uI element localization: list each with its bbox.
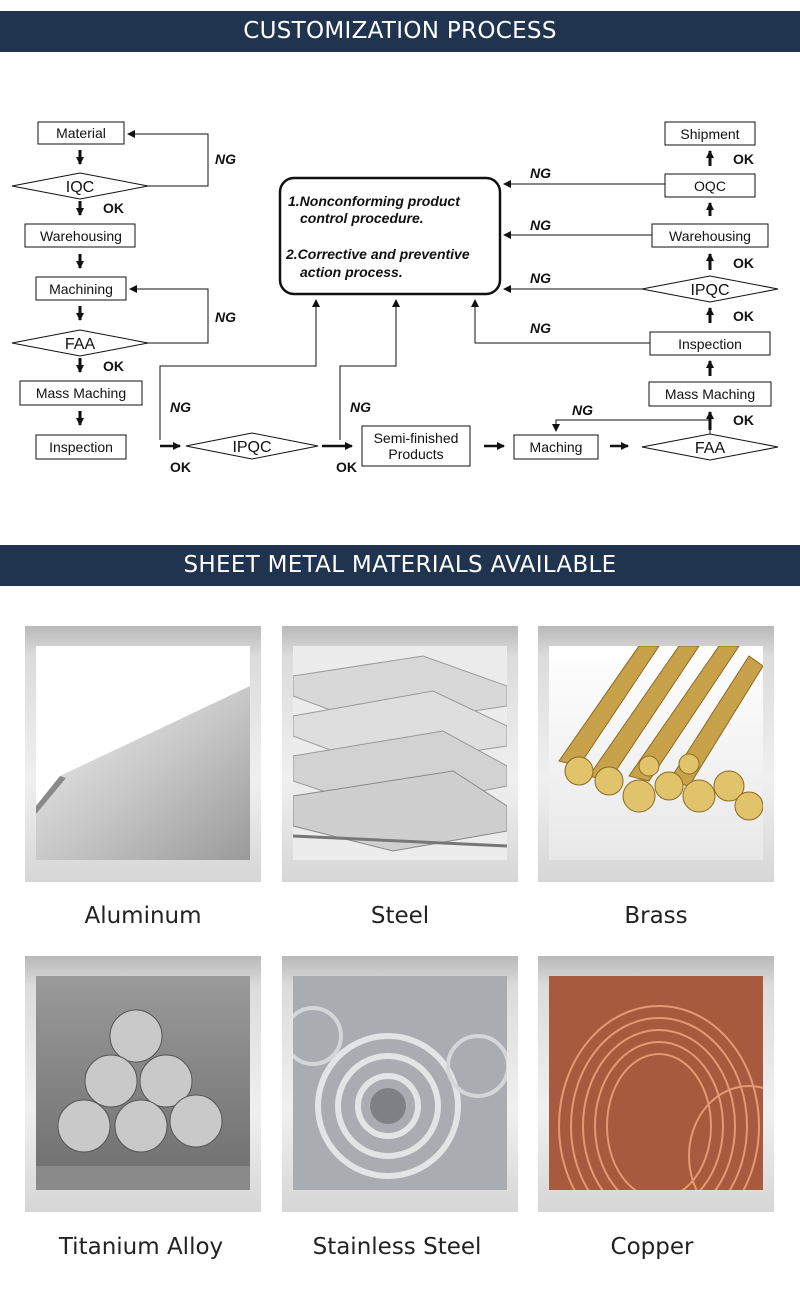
node-warehousing-left-label: Warehousing (40, 228, 122, 244)
material-name: Stainless Steel (312, 1234, 482, 1260)
node-shipment-label: Shipment (680, 126, 739, 142)
ng-label: NG (170, 399, 191, 415)
ng-label: NG (215, 309, 236, 325)
node-faa-right (641, 433, 779, 461)
steel-sheets-photo (293, 646, 507, 860)
node-inspection-left-label: Inspection (49, 439, 113, 455)
aluminum-sheet-photo (36, 646, 250, 860)
ok-label: OK (170, 459, 191, 475)
ok-label: OK (103, 200, 124, 216)
ng-label: NG (572, 402, 593, 418)
ng-label: NG (530, 270, 551, 286)
node-ipqc-bottom-label: IPQC (232, 439, 271, 456)
node-maching-label: Maching (530, 439, 583, 455)
ng-label: NG (530, 320, 551, 336)
node-semi-finished-label-2: Products (388, 446, 443, 462)
ng-label: NG (530, 217, 551, 233)
ok-label: OK (733, 151, 754, 167)
node-semi-finished (361, 425, 471, 467)
material-card-titanium (25, 956, 261, 1212)
material-name: Aluminum (84, 903, 202, 929)
process-banner: CUSTOMIZATION PROCESS (0, 11, 800, 52)
material-name: Steel (370, 903, 430, 929)
node-mass-maching-right (648, 381, 772, 407)
procedure-line-1: 1.Nonconforming product (288, 193, 461, 209)
node-mass-maching-left-label: Mass Maching (36, 385, 126, 401)
node-warehousing-left (24, 223, 136, 248)
material-card-copper (538, 956, 774, 1212)
materials-banner: SHEET METAL MATERIALS AVAILABLE (0, 545, 800, 586)
node-semi-finished-label: Semi-finished (374, 430, 459, 446)
node-faa-left-label: FAA (65, 336, 96, 353)
node-warehousing-right-label: Warehousing (669, 228, 751, 244)
node-inspection-left (35, 434, 127, 460)
material-name: Titanium Alloy (58, 1234, 224, 1260)
procedure-line-3: 2.Corrective and preventive (285, 246, 470, 262)
ok-label: OK (733, 255, 754, 271)
ng-label: NG (530, 165, 551, 181)
node-machining (35, 276, 127, 301)
procedure-line-2: control procedure. (300, 210, 424, 226)
node-material-label: Material (56, 125, 106, 141)
node-mass-maching-right-label: Mass Maching (665, 386, 755, 402)
node-oqc-label: OQC (694, 178, 726, 194)
ng-label: NG (215, 151, 236, 167)
ok-label: OK (733, 412, 754, 428)
nonconforming-procedure-box (278, 176, 502, 296)
ok-label: OK (336, 459, 357, 475)
stainless-coils-photo (293, 976, 507, 1190)
node-ipqc-bottom (185, 432, 319, 460)
node-mass-maching-left (19, 380, 143, 406)
material-card-stainless (282, 956, 518, 1212)
node-ipqc-right-label: IPQC (690, 282, 729, 299)
material-name: Copper (610, 1234, 694, 1260)
node-inspection-right-label: Inspection (678, 336, 742, 352)
ok-label: OK (733, 308, 754, 324)
node-ipqc-right (641, 275, 779, 303)
material-card-aluminum (25, 626, 261, 882)
brass-rods-photo (549, 646, 763, 860)
titanium-rods-photo (36, 976, 250, 1190)
ok-label: OK (103, 358, 124, 374)
process-flowchart: Material IQC OK NG Warehousing Machining… (11, 121, 779, 475)
node-machining-label: Machining (49, 281, 113, 297)
node-iqc-label: IQC (66, 179, 94, 196)
material-card-brass (538, 626, 774, 882)
ng-label: NG (350, 399, 371, 415)
node-shipment (664, 121, 756, 146)
node-maching (513, 434, 599, 460)
node-oqc (664, 173, 756, 198)
copper-coils-photo (549, 976, 763, 1190)
node-faa-right-label: FAA (695, 440, 726, 457)
node-material (37, 121, 125, 145)
material-name: Brass (624, 903, 688, 929)
material-card-steel (282, 626, 518, 882)
procedure-line-4: action process. (300, 264, 403, 280)
